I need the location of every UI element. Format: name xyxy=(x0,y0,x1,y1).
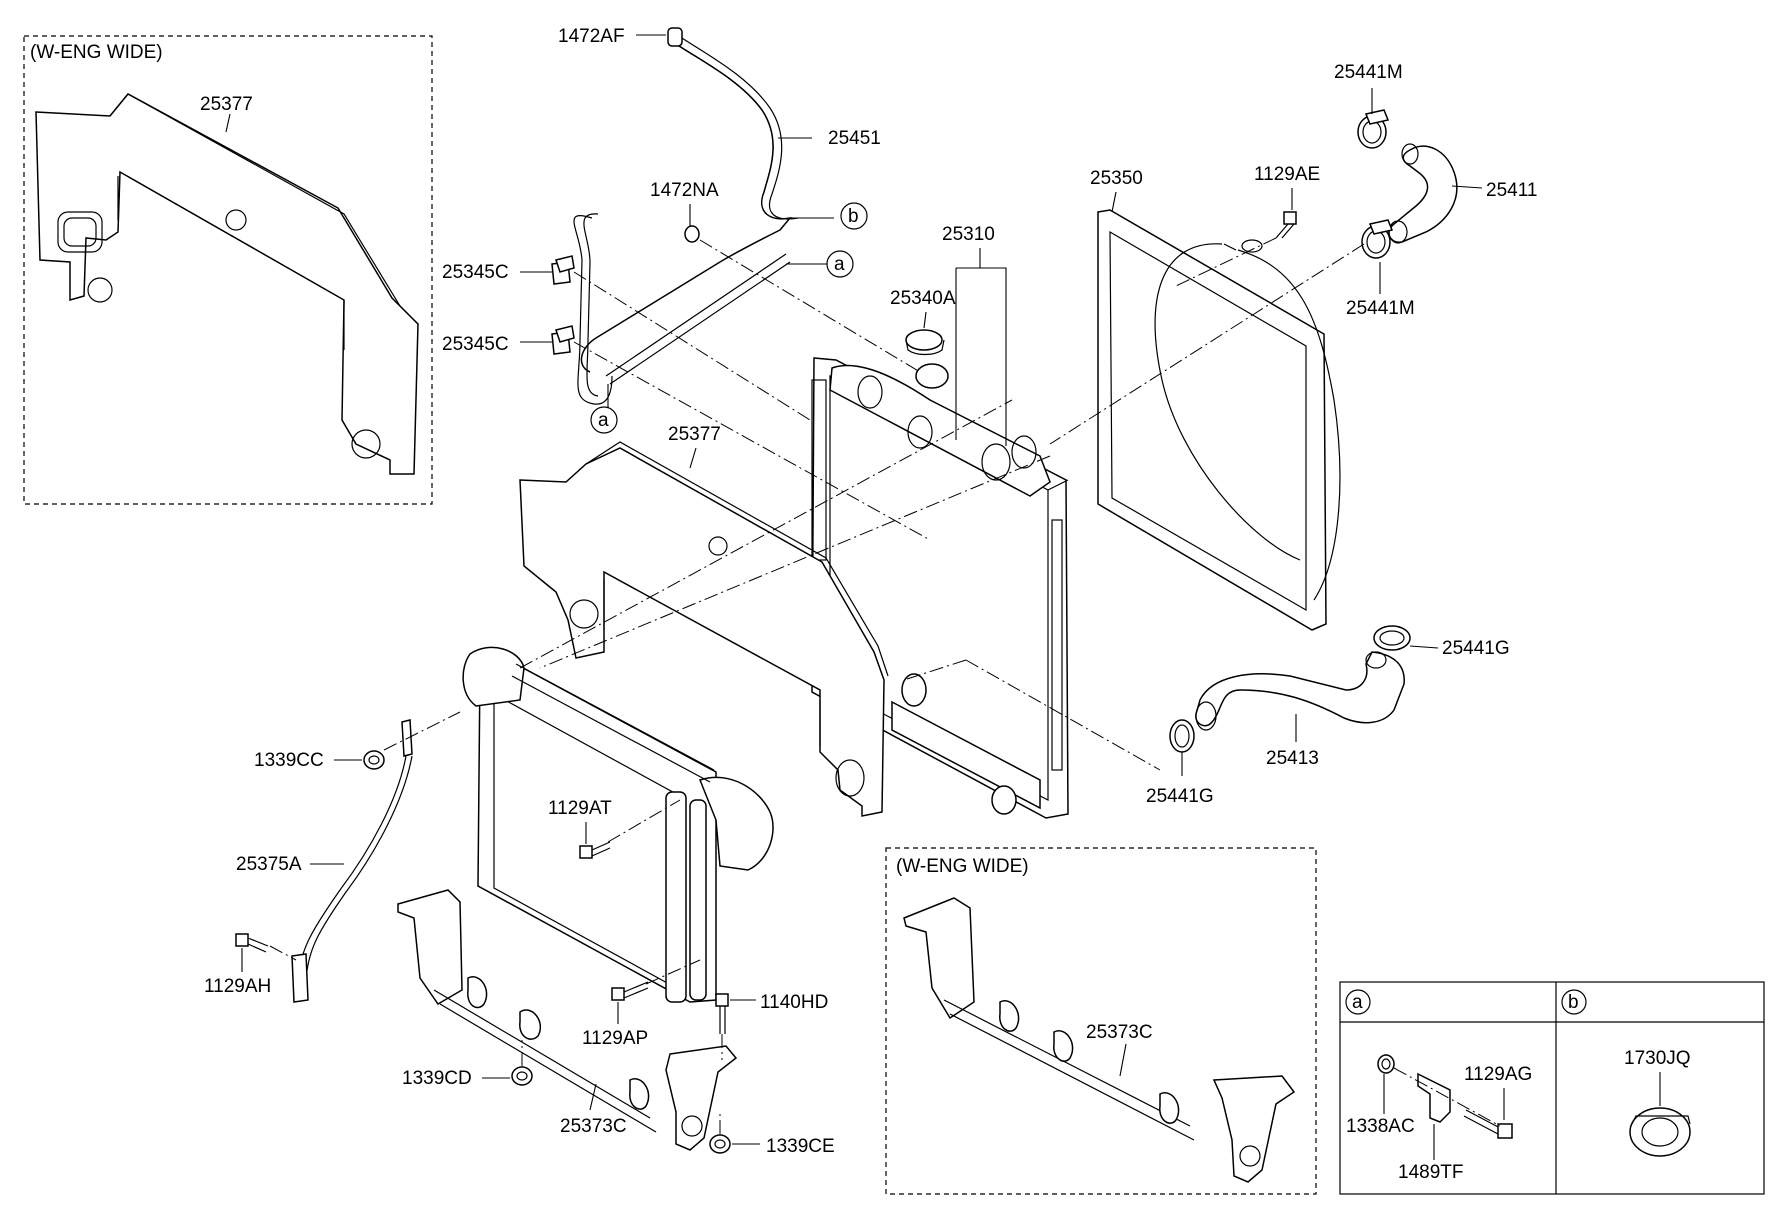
nut-1338AC[interactable] xyxy=(1377,1054,1395,1074)
assembly-center-lines xyxy=(269,237,1365,1134)
overflow-hose-25451[interactable] xyxy=(580,43,792,373)
fan-shroud-25350[interactable] xyxy=(1097,209,1341,631)
label-1129AE: 1129AE xyxy=(1254,164,1320,185)
label-1339CD: 1339CD xyxy=(402,1068,472,1089)
label-1338AC: 1338AC xyxy=(1346,1116,1415,1137)
grommet-1730JQ[interactable] xyxy=(1629,1107,1691,1157)
label-25451: 25451 xyxy=(828,128,881,149)
hose-clamp-25441G-lower[interactable] xyxy=(1169,719,1195,753)
lower-hose-25413[interactable] xyxy=(1195,651,1405,731)
hose-clamp-25441G-upper[interactable] xyxy=(1373,625,1411,651)
label-25441G-2: 25441G xyxy=(1146,786,1214,807)
legend-b-circle xyxy=(1561,989,1587,1015)
label-1339CC: 1339CC xyxy=(254,750,324,771)
nut-1339CE[interactable] xyxy=(709,1134,731,1154)
detail-legend-table: a b 1129AG 1338AC 1489TF 1730JQ xyxy=(1339,981,1765,1195)
label-25345C-1: 25345C xyxy=(442,262,509,283)
callout-a-circle-2 xyxy=(590,406,618,434)
radiator-cap-25340A[interactable] xyxy=(905,329,943,351)
label-1129AH: 1129AH xyxy=(204,976,271,997)
bolt-1129AE[interactable] xyxy=(1275,211,1297,239)
label-1489TF: 1489TF xyxy=(1398,1162,1463,1183)
nut-1339CC[interactable] xyxy=(363,750,385,770)
label-25411: 25411 xyxy=(1486,180,1537,201)
hose-clamp-25441M-upper[interactable] xyxy=(1357,109,1390,149)
label-25413: 25413 xyxy=(1266,748,1319,769)
callout-b: b xyxy=(848,206,859,227)
label-25377-box: 25377 xyxy=(200,94,253,115)
label-25373C-2: 25373C xyxy=(1086,1022,1153,1043)
hose-clamp-25441M-lower[interactable] xyxy=(1361,219,1394,259)
legend-a: a xyxy=(1352,992,1363,1013)
hose-clip-25345C-upper[interactable] xyxy=(551,255,575,285)
callout-a-1: a xyxy=(834,254,845,275)
label-1129AG: 1129AG xyxy=(1464,1064,1532,1085)
lower-support-25373C-wide[interactable] xyxy=(903,897,1296,1183)
callout-b-circle xyxy=(840,202,868,230)
bolt-1129AH[interactable] xyxy=(235,933,269,953)
label-1730JQ: 1730JQ xyxy=(1624,1048,1691,1069)
label-1472AF: 1472AF xyxy=(558,26,625,47)
label-25377-main: 25377 xyxy=(668,424,721,445)
intercooler-core[interactable] xyxy=(462,646,774,1003)
bolt-1129AT[interactable] xyxy=(579,841,611,859)
lower-support-25373C[interactable] xyxy=(397,889,738,1151)
label-1129AT: 1129AT xyxy=(548,798,612,819)
label-25375A: 25375A xyxy=(236,854,302,875)
label-25350: 25350 xyxy=(1090,168,1143,189)
legend-a-circle xyxy=(1345,989,1371,1015)
label-1472NA: 1472NA xyxy=(650,180,719,201)
shroud-panel-25377-box[interactable] xyxy=(35,93,419,475)
label-25310: 25310 xyxy=(942,224,995,245)
label-25441M-1: 25441M xyxy=(1334,62,1403,83)
eng-wide-box-top: (W-ENG WIDE) 25377 xyxy=(23,35,433,505)
label-1140HD: 1140HD xyxy=(760,992,828,1013)
bracket-1489TF[interactable] xyxy=(1417,1072,1451,1123)
legend-b: b xyxy=(1568,992,1579,1013)
label-1129AP: 1129AP xyxy=(582,1028,648,1049)
hose-clip-1472NA[interactable] xyxy=(684,225,700,243)
eng-wide-label-top: (W-ENG WIDE) xyxy=(30,42,163,63)
eng-wide-label-bottom: (W-ENG WIDE) xyxy=(896,856,1029,877)
bolt-1129AG[interactable] xyxy=(1463,1109,1513,1139)
overflow-hose-group: b a a 1472AF 25451 1472NA 25345C 25345C xyxy=(442,26,881,434)
hose-clip-1472AF[interactable] xyxy=(667,27,683,47)
label-25340A: 25340A xyxy=(890,288,956,309)
bolt-1129AP[interactable] xyxy=(611,981,649,1001)
label-25373C-1: 25373C xyxy=(560,1116,627,1137)
label-25441G-1: 25441G xyxy=(1442,638,1510,659)
stay-rod-25375A[interactable] xyxy=(291,719,413,1003)
label-1339CE: 1339CE xyxy=(766,1136,835,1157)
shroud-panel-25377[interactable] xyxy=(519,441,889,817)
nut-1339CD[interactable] xyxy=(511,1066,533,1086)
bolt-1140HD[interactable] xyxy=(715,993,729,1034)
hose-clip-25345C-lower[interactable] xyxy=(551,325,575,355)
callout-a-circle-1 xyxy=(826,250,854,278)
label-25441M-2: 25441M xyxy=(1346,298,1415,319)
label-25345C-2: 25345C xyxy=(442,334,509,355)
upper-hose-25411[interactable] xyxy=(1388,143,1458,244)
callout-a-2: a xyxy=(598,410,609,431)
eng-wide-box-bottom: (W-ENG WIDE) 25373C xyxy=(885,847,1317,1195)
